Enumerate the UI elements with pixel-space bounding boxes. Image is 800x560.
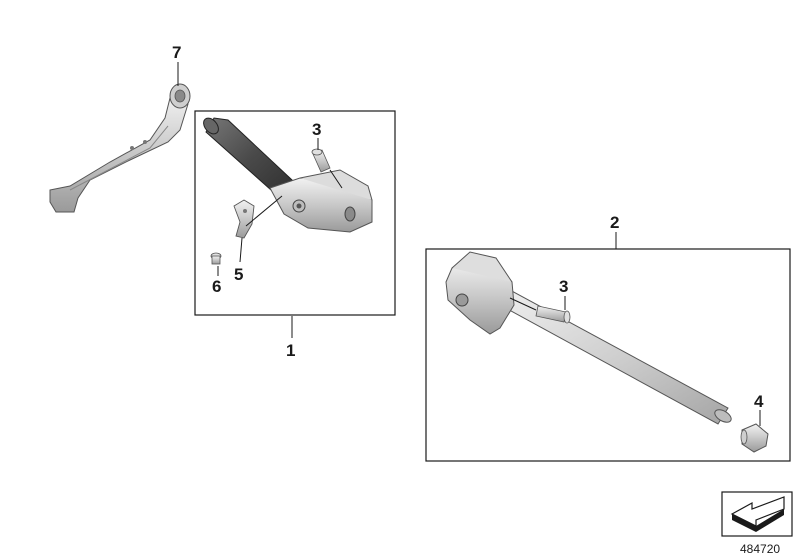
group-frame-2 [425, 248, 791, 462]
callout-2: 2 [610, 213, 619, 232]
callout-5: 5 [234, 265, 243, 284]
leader-5 [239, 237, 243, 263]
callout-7: 7 [172, 43, 181, 62]
grip-clamp-part [203, 117, 373, 233]
callout-3-top: 3 [312, 120, 321, 139]
bolt-part-3a [311, 148, 331, 173]
bracket-part [233, 199, 255, 239]
leader-3b-b [509, 297, 537, 311]
group-frame-1 [194, 110, 396, 316]
end-cap-part [740, 423, 769, 453]
document-number: 484720 [740, 542, 780, 556]
callout-1: 1 [286, 341, 295, 360]
leader-5-b [245, 195, 283, 227]
arrow-down-left-icon [721, 491, 793, 537]
leader-3a-b [329, 169, 343, 189]
callout-6: 6 [212, 277, 221, 296]
callout-4: 4 [754, 392, 764, 411]
bolt-part-3b [535, 305, 571, 324]
callout-3-right: 3 [559, 277, 568, 296]
lever-part [49, 83, 191, 213]
screw-part [210, 252, 222, 265]
handlebar-part [445, 251, 732, 425]
